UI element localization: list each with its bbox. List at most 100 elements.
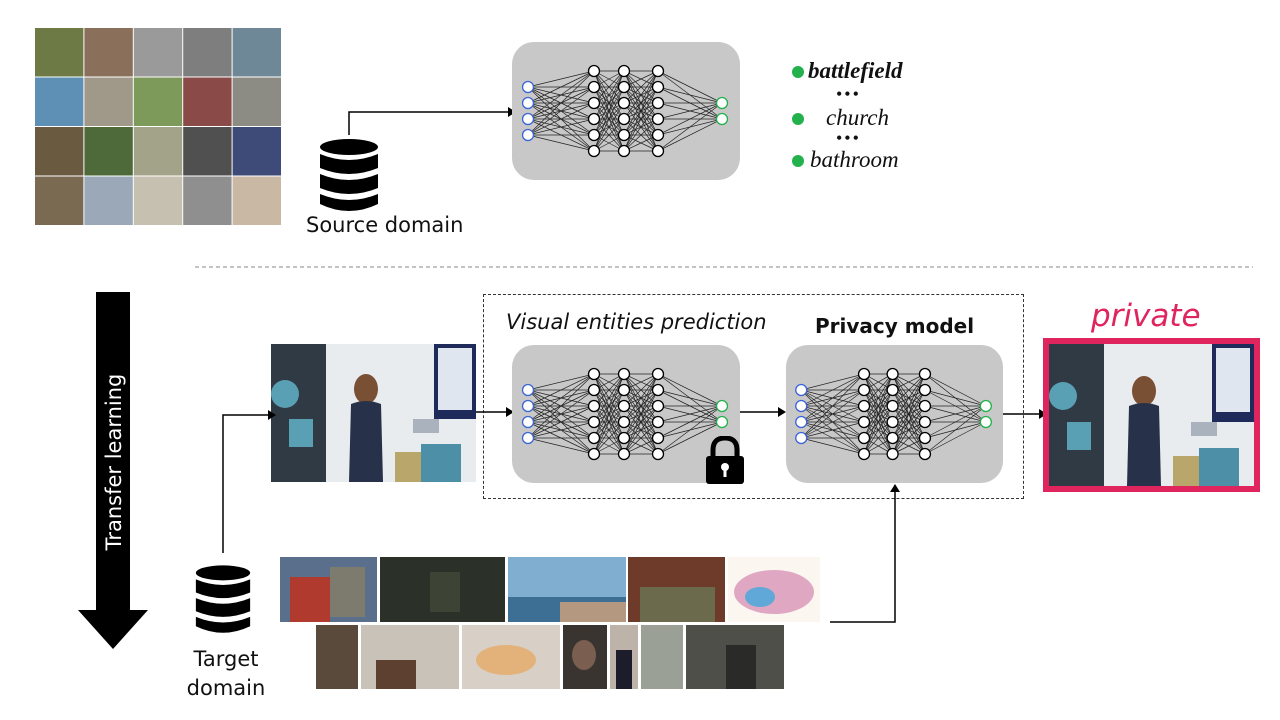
target-images-bottom: [316, 625, 784, 689]
network-edge: [801, 437, 865, 455]
arrow-down-icon: [78, 292, 148, 649]
network-edge: [863, 389, 893, 455]
network-edge: [593, 70, 625, 104]
network-edge: [657, 405, 723, 423]
network-edge: [593, 86, 625, 152]
network-edge: [657, 102, 723, 136]
network-node: [651, 447, 665, 461]
network-node: [918, 399, 932, 413]
presentation-photo: [271, 344, 476, 482]
network-edge: [801, 405, 865, 439]
network-node: [651, 128, 665, 142]
network-node: [857, 431, 871, 445]
network-edge: [623, 70, 659, 120]
network-node: [617, 399, 631, 413]
network-edge: [863, 373, 893, 439]
source-image-tile: [133, 176, 183, 225]
network-edge: [623, 405, 659, 455]
input-image: [271, 344, 476, 482]
input-to-stage1-arrow: [476, 407, 514, 417]
network-node: [587, 447, 601, 461]
database-icon: [320, 139, 378, 211]
network-node: [521, 96, 535, 110]
network-edge: [657, 421, 723, 455]
network-node: [795, 415, 808, 429]
network-edge: [527, 373, 595, 423]
network-edge: [527, 102, 595, 136]
target-label-line2: domain: [186, 676, 266, 700]
network-node: [587, 128, 601, 142]
network-edge: [623, 373, 659, 407]
source-image-grid: [35, 28, 281, 225]
network-edge: [527, 405, 595, 439]
network-edge: [892, 405, 926, 455]
source-image-tile: [183, 127, 232, 176]
target-to-input-arrow: [222, 410, 276, 553]
network-node: [918, 447, 932, 461]
class-church: church: [792, 105, 889, 131]
target-label-line1: Target: [193, 647, 259, 671]
network-edge: [527, 373, 595, 407]
source-image-tile: [35, 176, 84, 225]
target-images-top: [280, 557, 820, 622]
network-edge: [593, 389, 625, 455]
network-edge: [527, 86, 595, 136]
network-node: [651, 415, 665, 429]
network-node: [886, 399, 899, 413]
lock-icon: [706, 436, 744, 484]
network-edge: [527, 70, 595, 120]
network-edge: [623, 70, 659, 88]
network-node: [587, 431, 601, 445]
source-image-tile: [133, 77, 183, 126]
network-edge: [623, 373, 659, 423]
source-image-tile: [35, 28, 84, 77]
network-node: [587, 80, 601, 94]
network-edge: [801, 373, 865, 423]
network-node: [715, 415, 729, 429]
network-node: [617, 96, 631, 110]
network-edge: [657, 70, 723, 104]
source-image-tile: [84, 127, 133, 176]
source-image-tile: [84, 28, 133, 77]
network-edge: [623, 86, 659, 152]
network-edge: [623, 70, 659, 152]
stage1-to-stage2-arrow: [740, 407, 786, 417]
network-edge: [623, 373, 659, 439]
class-battlefield: battlefield: [792, 58, 903, 84]
network-edge: [623, 421, 659, 455]
network-edge: [924, 389, 986, 407]
network-edge: [800, 373, 865, 439]
network-node: [857, 383, 871, 397]
network-node: [857, 447, 871, 461]
network-edge: [623, 70, 659, 104]
source-image-tile: [232, 77, 281, 126]
network-node: [521, 415, 535, 429]
source-image-tile: [183, 77, 232, 126]
network-edge: [593, 373, 625, 423]
network-edge: [924, 405, 987, 455]
network-node: [617, 415, 631, 429]
transfer-learning-label: Transfer learning: [102, 373, 126, 551]
network-edge: [863, 373, 893, 423]
network-node: [651, 383, 665, 397]
network-edge: [801, 373, 865, 391]
network-node: [979, 415, 993, 429]
privacy-network: [786, 345, 1003, 483]
network-node: [521, 383, 535, 397]
network-edge: [593, 405, 625, 455]
class-label: battlefield: [808, 58, 903, 83]
network-edge: [593, 373, 625, 439]
network-node: [918, 415, 932, 429]
visual-entities-network: [512, 345, 740, 483]
network-edge: [527, 373, 595, 391]
network-edge: [527, 389, 595, 439]
network-edge: [623, 373, 659, 455]
network-edge: [527, 70, 595, 88]
source-image-tile: [35, 127, 84, 176]
class-label: bathroom: [810, 147, 899, 172]
network-node: [857, 415, 871, 429]
source-image-tile: [232, 127, 281, 176]
output-image: [1043, 338, 1260, 492]
class-label: church: [826, 105, 890, 130]
network-node: [979, 399, 993, 413]
